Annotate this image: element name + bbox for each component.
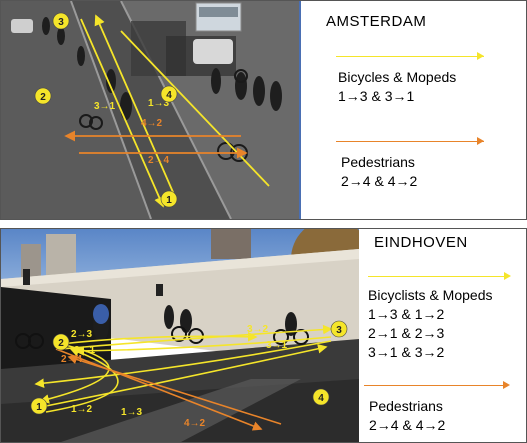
svg-text:2: 2 xyxy=(58,338,64,349)
amsterdam-point-4: 4 xyxy=(160,85,178,103)
eindhoven-scene: 2→3 2→1 2→4 3→2 3→1 1→2 1→3 4→2 1 2 3 xyxy=(1,229,359,442)
amsterdam-ped-legend-line xyxy=(336,141,484,142)
svg-text:3: 3 xyxy=(336,325,342,336)
eindhoven-route-label-2-4: 2→4 xyxy=(61,354,83,365)
eindhoven-route-label-4-2: 4→2 xyxy=(184,418,206,429)
amsterdam-bike-legend-arrowhead xyxy=(477,52,484,60)
eindhoven-city-title: EINDHOVEN xyxy=(374,234,468,251)
amsterdam-bike-legend: Bicycles & Mopeds 1→3 & 3→1 xyxy=(338,68,456,106)
amsterdam-bike-legend-line xyxy=(336,56,484,57)
amsterdam-route-label-4-2: 4→2 xyxy=(141,118,163,129)
eindhoven-ped-routes: 2→4 & 4→2 xyxy=(369,417,446,433)
amsterdam-point-2: 2 xyxy=(34,87,52,105)
eindhoven-bike-title: Bicyclists & Mopeds xyxy=(368,287,493,303)
amsterdam-bike-route-1-3 xyxy=(80,18,165,208)
eindhoven-tunnel-photo: 2→3 2→1 2→4 3→2 3→1 1→2 1→3 4→2 1 2 3 xyxy=(1,229,359,442)
eindhoven-route-label-2-1: 2→1 xyxy=(74,345,96,356)
svg-text:1: 1 xyxy=(36,402,42,413)
amsterdam-ped-routes: 2→4 & 4→2 xyxy=(341,173,418,189)
svg-text:1: 1 xyxy=(166,195,172,206)
amsterdam-point-3: 3 xyxy=(52,12,70,30)
eindhoven-route-label-1-3: 1→3 xyxy=(121,407,143,418)
svg-text:3: 3 xyxy=(58,17,64,28)
eindhoven-ped-legend-arrowhead xyxy=(503,381,510,389)
amsterdam-point-1: 1 xyxy=(160,190,178,208)
amsterdam-bike-title: Bicycles & Mopeds xyxy=(338,69,457,85)
eindhoven-ped-legend-line xyxy=(364,385,507,386)
eindhoven-ped-legend: Pedestrians 2→4 & 4→2 xyxy=(369,397,445,435)
amsterdam-city-title: AMSTERDAM xyxy=(326,13,427,30)
amsterdam-panel: 3→1 1→3 4→2 2→4 1 2 3 4 AMSTERDAM xyxy=(0,0,527,220)
eindhoven-route-label-3-1: 3→1 xyxy=(266,340,288,351)
eindhoven-bike-routes-1: 1→3 & 1→2 xyxy=(368,306,445,322)
eindhoven-bike-legend-line xyxy=(368,276,508,277)
eindhoven-point-2: 2 xyxy=(52,333,70,351)
amsterdam-route-label-3-1: 3→1 xyxy=(94,101,116,112)
amsterdam-bike-route-3-1 xyxy=(94,14,177,200)
eindhoven-bike-routes-3: 3→1 & 3→2 xyxy=(368,344,445,360)
svg-text:4: 4 xyxy=(318,393,324,404)
svg-text:2: 2 xyxy=(40,92,46,103)
eindhoven-point-3: 3 xyxy=(330,320,348,338)
eindhoven-panel: 2→3 2→1 2→4 3→2 3→1 1→2 1→3 4→2 1 2 3 xyxy=(0,228,527,443)
eindhoven-point-1: 1 xyxy=(30,397,48,415)
amsterdam-street-photo: 3→1 1→3 4→2 2→4 1 2 3 4 xyxy=(1,1,301,219)
amsterdam-bike-routes: 1→3 & 3→1 xyxy=(338,88,415,104)
eindhoven-bike-legend: Bicyclists & Mopeds 1→3 & 1→2 2→1 & 2→3 … xyxy=(368,286,492,362)
amsterdam-scene: 3→1 1→3 4→2 2→4 1 2 3 4 xyxy=(1,1,299,219)
amsterdam-route-label-1-3: 1→3 xyxy=(148,98,170,109)
eindhoven-route-label-3-2: 3→2 xyxy=(247,324,269,335)
amsterdam-route-label-2-4: 2→4 xyxy=(148,155,170,166)
amsterdam-ped-legend-arrowhead xyxy=(477,137,484,145)
amsterdam-ped-title: Pedestrians xyxy=(341,154,415,170)
eindhoven-bike-legend-arrowhead xyxy=(504,272,511,280)
eindhoven-bike-routes-2: 2→1 & 2→3 xyxy=(368,325,445,341)
eindhoven-route-label-2-3: 2→3 xyxy=(71,329,93,340)
amsterdam-bike-route-edge xyxy=(120,30,270,187)
svg-text:4: 4 xyxy=(166,90,172,101)
eindhoven-point-4: 4 xyxy=(312,388,330,406)
amsterdam-ped-legend: Pedestrians 2→4 & 4→2 xyxy=(341,153,417,191)
eindhoven-ped-title: Pedestrians xyxy=(369,398,443,414)
eindhoven-route-label-1-2: 1→2 xyxy=(71,404,93,415)
